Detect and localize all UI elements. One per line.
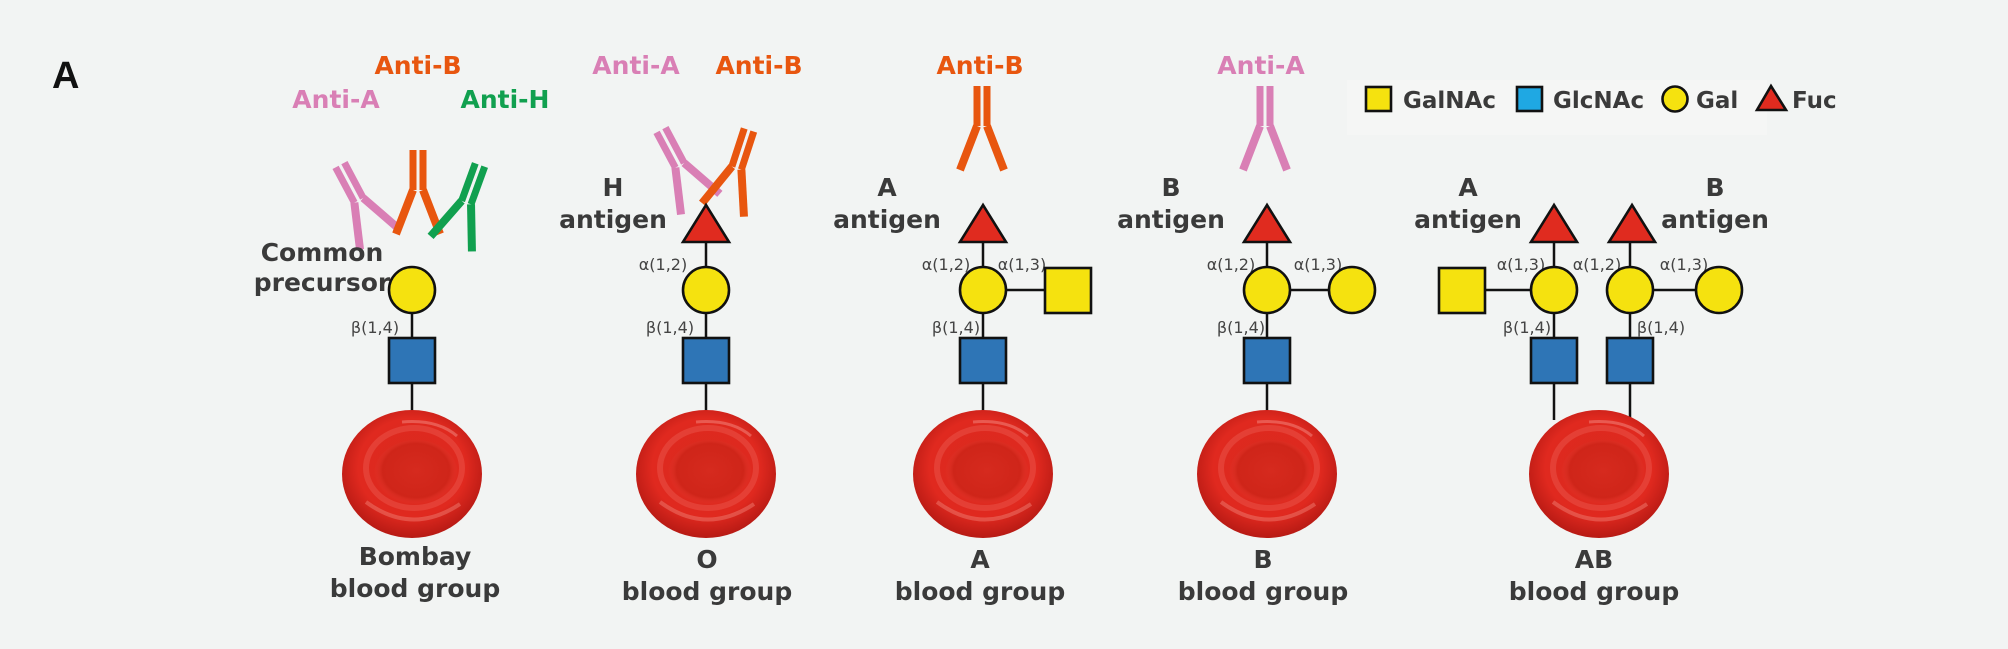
- anti-a-antibody-icon: [1243, 86, 1287, 170]
- antibody-label-anti-b: Anti-B: [374, 51, 461, 80]
- antibody-label-anti-a: Anti-A: [592, 51, 680, 80]
- glcnac-square-icon: [958, 336, 1008, 385]
- group-bombay: Anti-A Anti-B Anti-H Common precursor β(…: [254, 51, 550, 603]
- gal-circle-icon: [387, 265, 437, 315]
- glcnac-square-icon: [1242, 336, 1292, 385]
- group-name-line1: B: [1253, 545, 1272, 574]
- galnac-square-icon: [1364, 85, 1393, 113]
- legend-label-galnac: GalNAc: [1403, 88, 1496, 114]
- legend-label-fuc: Fuc: [1792, 88, 1837, 114]
- antigen-label-line2: antigen: [559, 205, 667, 234]
- glcnac-square-icon: [1529, 336, 1579, 385]
- anti-b-antibody-icon: [702, 123, 770, 216]
- red-blood-cell-icon: [1529, 410, 1669, 538]
- gal-circle-icon: [1327, 265, 1377, 315]
- linkage-label: β(1,4): [646, 318, 694, 337]
- antigen-label-b-line1: B: [1705, 173, 1724, 202]
- legend: GalNAc GlcNAc Gal Fuc: [1347, 80, 1837, 135]
- gal-circle-icon: [958, 265, 1008, 315]
- group-name-line2: blood group: [1178, 577, 1349, 606]
- legend-item-gal: Gal: [1661, 85, 1738, 114]
- linkage-label: α(1,2): [922, 255, 970, 274]
- antigen-label-line1: H: [603, 173, 624, 202]
- fuc-triangle-icon: [1241, 202, 1293, 244]
- linkage-label: α(1,2): [639, 255, 687, 274]
- red-blood-cell-icon: [636, 410, 776, 538]
- linkage-label: α(1,2): [1207, 255, 1255, 274]
- fuc-triangle-icon: [957, 202, 1009, 244]
- red-blood-cell-icon: [1197, 410, 1337, 538]
- anti-b-antibody-icon: [396, 150, 440, 234]
- linkage-label: α(1,3): [1294, 255, 1342, 274]
- legend-item-fuc: Fuc: [1754, 83, 1837, 114]
- glcnac-square-icon: [387, 336, 437, 385]
- linkage-label: α(1,3): [998, 255, 1046, 274]
- group-name-line2: blood group: [895, 577, 1066, 606]
- gal-circle-icon: [681, 265, 731, 315]
- legend-background: [1347, 80, 1767, 135]
- group-name-line1: AB: [1575, 545, 1613, 574]
- group-a: Anti-B A antigen α(1,2) α(1,3) β(1,4) A …: [833, 51, 1093, 606]
- anti-b-antibody-icon: [960, 86, 1004, 170]
- fuc-triangle-icon: [680, 202, 732, 244]
- fuc-triangle-icon: [1754, 83, 1789, 112]
- antibody-label-anti-a: Anti-A: [292, 85, 380, 114]
- antigen-label-line2: precursor: [254, 268, 391, 297]
- fuc-triangle-icon: [1606, 202, 1658, 244]
- gal-circle-icon: [1661, 85, 1689, 113]
- antigen-label-line1: A: [877, 173, 897, 202]
- linkage-label: α(1,3): [1497, 255, 1545, 274]
- antigen-label-a-line1: A: [1458, 173, 1478, 202]
- legend-label-gal: Gal: [1696, 88, 1738, 114]
- panel-letter: A: [52, 55, 79, 97]
- linkage-label: α(1,2): [1573, 255, 1621, 274]
- group-name-line2: blood group: [1509, 577, 1680, 606]
- group-name-line1: A: [970, 545, 990, 574]
- antigen-label-line1: Common: [261, 238, 384, 267]
- anti-h-antibody-icon: [431, 157, 501, 251]
- antigen-label-a-line2: antigen: [1414, 205, 1522, 234]
- group-o: Anti-A Anti-B H antigen α(1,2) β(1,4) O …: [559, 51, 802, 606]
- legend-label-glcnac: GlcNAc: [1553, 88, 1644, 114]
- antibody-label-anti-a: Anti-A: [1217, 51, 1305, 80]
- antibody-label-anti-b: Anti-B: [715, 51, 802, 80]
- galnac-square-icon: [1043, 266, 1093, 315]
- glcnac-square-icon: [1605, 336, 1655, 385]
- gal-circle-icon: [1529, 265, 1579, 315]
- legend-item-glcnac: GlcNAc: [1515, 85, 1644, 114]
- anti-a-antibody-icon: [321, 155, 399, 250]
- linkage-label: β(1,4): [1217, 318, 1265, 337]
- group-name-line2: blood group: [622, 577, 793, 606]
- glcnac-square-icon: [681, 336, 731, 385]
- red-blood-cell-icon: [342, 410, 482, 538]
- gal-circle-icon: [1605, 265, 1655, 315]
- antibody-label-anti-b: Anti-B: [936, 51, 1023, 80]
- antigen-label-line2: antigen: [1117, 205, 1225, 234]
- group-name-line1: Bombay: [359, 542, 472, 571]
- linkage-label: β(1,4): [1637, 318, 1685, 337]
- group-name-line2: blood group: [330, 574, 501, 603]
- linkage-label: β(1,4): [351, 318, 399, 337]
- gal-circle-icon: [1242, 265, 1292, 315]
- linkage-label: α(1,3): [1660, 255, 1708, 274]
- group-b: Anti-A B antigen α(1,2) α(1,3) β(1,4) B …: [1117, 51, 1377, 606]
- antigen-label-line2: antigen: [833, 205, 941, 234]
- group-name-line1: O: [696, 545, 717, 574]
- red-blood-cell-icon: [913, 410, 1053, 538]
- glcnac-square-icon: [1515, 85, 1544, 113]
- fuc-triangle-icon: [1528, 202, 1580, 244]
- antigen-label-b-line2: antigen: [1661, 205, 1769, 234]
- linkage-label: β(1,4): [1503, 318, 1551, 337]
- galnac-square-icon: [1437, 266, 1487, 315]
- antigen-label-line1: B: [1161, 173, 1180, 202]
- legend-item-galnac: GalNAc: [1364, 85, 1496, 114]
- gal-circle-icon: [1694, 265, 1744, 315]
- group-ab: A antigen B antigen α(1,3) β(1,4) α(1,2)…: [1414, 173, 1769, 606]
- linkage-label: β(1,4): [932, 318, 980, 337]
- antibody-label-anti-h: Anti-H: [461, 85, 550, 114]
